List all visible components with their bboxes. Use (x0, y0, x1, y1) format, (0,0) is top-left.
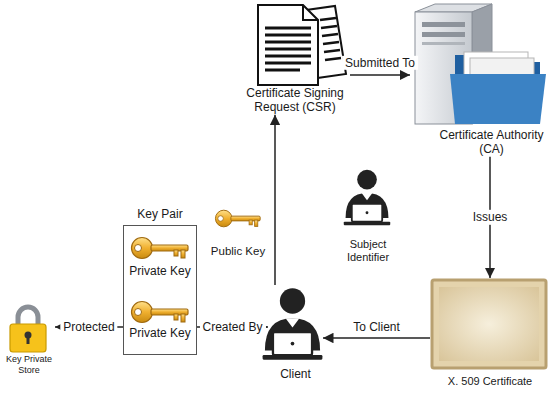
subject-icon (344, 170, 390, 225)
icon-node: Subject Identifier (333, 168, 403, 264)
icon-node: Certificate Authority (CA) (410, 4, 548, 157)
text-line (325, 58, 341, 60)
document-lines (320, 18, 341, 60)
drive-slot (422, 42, 465, 45)
text-line (323, 42, 339, 44)
node-label: Client (268, 367, 323, 381)
group-heading: Key Pair (104, 207, 216, 221)
edge-label: Protected (60, 320, 117, 334)
server-icon (415, 4, 546, 124)
lock-shackle (18, 307, 38, 326)
folder-front (450, 74, 546, 124)
node-label: Subject Identifier (333, 238, 403, 264)
icon-node: Private Key (125, 234, 195, 278)
document-fold (303, 5, 318, 20)
private-key-icon (132, 238, 189, 259)
drive-slot (422, 32, 465, 37)
lock-icon (10, 307, 46, 352)
text-line (324, 50, 340, 52)
node-label: Certificate Signing Request (CSR) (240, 86, 350, 115)
document-lines (265, 28, 311, 70)
group-box: Key PairPrivate KeyPrivate Key (123, 225, 197, 355)
edge-label: Created By (199, 320, 265, 334)
arrow-connector (274, 115, 276, 285)
text-line (265, 41, 311, 44)
node-label: Private Key (125, 326, 195, 340)
icon-node: Key Private Store (3, 306, 55, 376)
text-line (265, 48, 311, 51)
private-key-icon (132, 302, 189, 323)
arrow-connector (350, 74, 410, 76)
text-line (265, 62, 311, 65)
icon-node: Certificate Signing Request (CSR) (240, 2, 350, 115)
edge-label: To Client (350, 320, 403, 334)
text-line (320, 18, 336, 20)
icon-node: X. 509 Certificate (430, 278, 550, 388)
parchment-edge (432, 280, 546, 368)
icon-node: Client (268, 285, 323, 381)
drive-slot (422, 22, 465, 27)
arrow-connector (323, 337, 430, 339)
public-key-icon (215, 210, 260, 227)
edge-label: Issues (470, 210, 511, 224)
text-line (265, 34, 311, 37)
node-label: Certificate Authority (CA) (410, 128, 548, 157)
icon-node: Public Key (208, 205, 268, 259)
document-front (258, 5, 318, 85)
text-line (265, 27, 311, 30)
parchment-body (439, 287, 539, 361)
edge-label: Submitted To (342, 56, 418, 70)
certificate-icon (432, 280, 546, 368)
client-icon (263, 288, 323, 359)
node-label: Private Key (125, 264, 195, 278)
text-line (322, 34, 338, 36)
text-line (321, 26, 337, 28)
icon-node: Private Key (125, 296, 195, 340)
text-line (265, 55, 311, 58)
node-label: Key Private Store (3, 354, 55, 376)
lock-body (10, 324, 46, 352)
documents-icon (258, 5, 346, 85)
node-label: Public Key (208, 245, 268, 259)
text-line (265, 69, 300, 72)
lock-keyhole (27, 336, 30, 344)
node-label: X. 509 Certificate (430, 375, 550, 388)
